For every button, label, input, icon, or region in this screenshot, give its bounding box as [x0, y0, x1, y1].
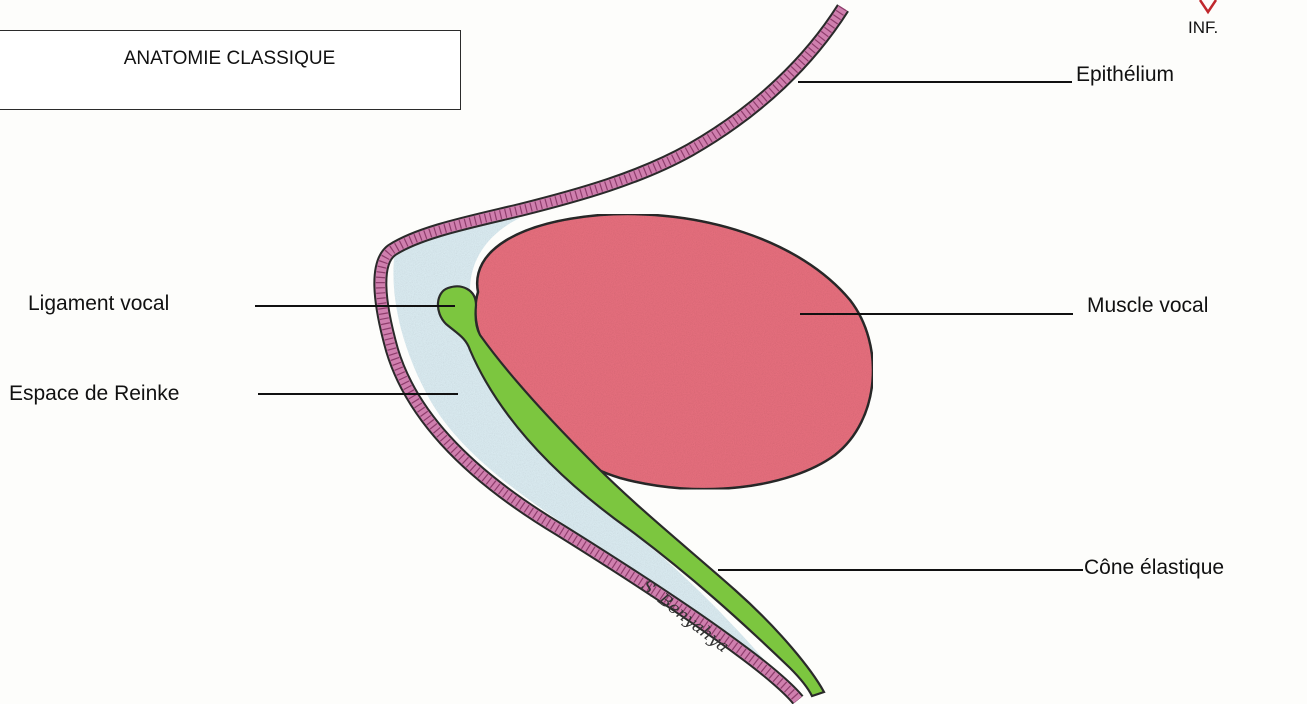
orientation-label: INF.: [1188, 18, 1218, 38]
label-cone: Cône élastique: [1084, 556, 1224, 580]
title-box: ANATOMIE CLASSIQUE: [0, 30, 461, 110]
label-epithelium: Epithélium: [1076, 63, 1174, 87]
page-title: ANATOMIE CLASSIQUE: [0, 48, 460, 70]
label-ligament: Ligament vocal: [28, 292, 169, 316]
orientation-arrow-icon: [1200, 0, 1216, 12]
label-reinke: Espace de Reinke: [9, 382, 179, 406]
label-muscle: Muscle vocal: [1087, 294, 1208, 318]
